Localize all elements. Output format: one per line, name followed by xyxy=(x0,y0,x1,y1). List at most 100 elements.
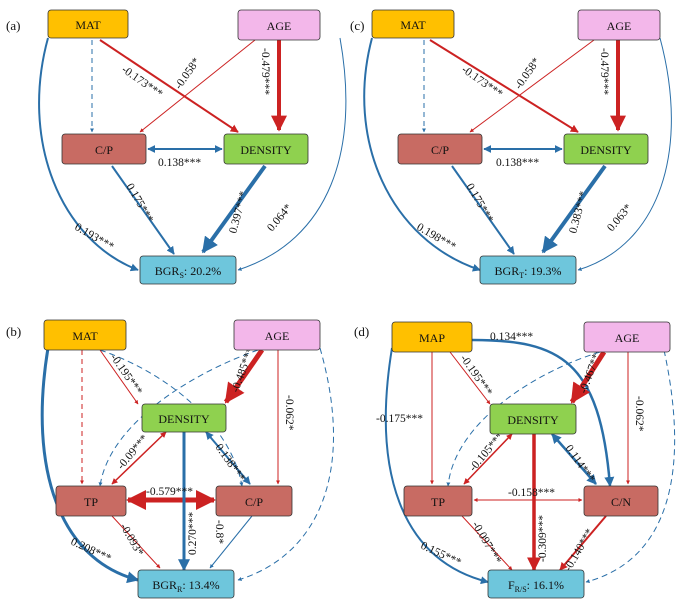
panel-label: (b) xyxy=(6,324,21,339)
node-left-label: MAP xyxy=(419,331,445,345)
edge-label-age-density: -0.479*** xyxy=(598,48,610,95)
node-right-label: C/N xyxy=(611,495,631,509)
edge-label-age-density: -0.467*** xyxy=(578,347,605,395)
node-left xyxy=(43,319,127,351)
edge-tp-out xyxy=(461,515,513,571)
edge-label-mat-out: 0.193*** xyxy=(73,221,117,253)
node-tp xyxy=(403,485,473,517)
edge-label-age-cp: -0.058* xyxy=(513,56,543,92)
node-tp-label: TP xyxy=(84,495,98,509)
node-outcome-label: BGRR: 13.4% xyxy=(152,578,219,594)
panel-label: (c) xyxy=(350,18,364,33)
edge-label-cp-density: 0.138*** xyxy=(158,157,201,169)
node-outcome-label: BGRS: 20.2% xyxy=(155,264,221,280)
edge-label-left-out: 0.155*** xyxy=(419,540,463,569)
edge-right-out xyxy=(559,515,607,571)
node-density-label: DENSITY xyxy=(580,143,632,157)
node-age-label: AGE xyxy=(607,19,632,33)
node-density xyxy=(563,133,649,165)
node-outcome xyxy=(487,569,585,599)
node-right-label: C/P xyxy=(245,495,263,509)
edge-density-right xyxy=(205,431,251,485)
panel-a: (a) -0.173*** -0.058* -0.479*** 0.138***… xyxy=(6,9,347,285)
node-cp-label: C/P xyxy=(431,143,449,157)
edge-label-cp-density: 0.138*** xyxy=(496,157,539,169)
node-mat-label: MAT xyxy=(75,18,101,32)
edge-cp-out xyxy=(111,165,175,255)
edge-age-density xyxy=(223,348,265,404)
node-right xyxy=(583,485,659,517)
edge-label-age-cp: -0.058* xyxy=(173,56,203,92)
edge-label-density-right: 0.114*** xyxy=(563,443,597,485)
edge-label-density-out: -0.309*** xyxy=(537,515,549,562)
panel-c: (c) -0.173*** -0.058* -0.479*** 0.138***… xyxy=(350,9,672,285)
edge-right-out xyxy=(209,515,253,569)
edge-left-density xyxy=(99,349,139,405)
edge-label-cp-out: 0.175*** xyxy=(123,182,155,226)
node-mat xyxy=(371,9,455,39)
edge-label-left-density: -0.195*** xyxy=(458,353,495,399)
node-outcome-label: FR/S: 16.1% xyxy=(508,578,564,594)
node-density xyxy=(141,403,227,433)
edge-mat-out xyxy=(363,37,481,272)
edge-label-right-out: -0.8* xyxy=(213,520,225,544)
edge-age-density xyxy=(569,350,607,404)
edge-tp-out xyxy=(111,515,161,569)
edge-density-tp xyxy=(111,431,167,485)
node-cp xyxy=(61,133,147,165)
edge-label-age-right: -0.062* xyxy=(633,396,645,432)
edge-label-tp-out: -0.093* xyxy=(117,522,145,559)
edge-age-cp xyxy=(139,39,256,133)
panel-b: (b) -0.195*** -0.485*** -0.062* -0.09***… xyxy=(6,319,334,599)
edge-mat-density xyxy=(429,39,579,133)
edge-age-out xyxy=(237,37,347,271)
edge-label-cp-out: 0.175*** xyxy=(463,182,495,226)
node-density xyxy=(223,133,309,165)
node-age xyxy=(583,321,671,353)
node-outcome xyxy=(139,255,237,285)
edge-density-out xyxy=(541,164,607,254)
edge-mat-density xyxy=(99,39,239,133)
node-mat xyxy=(47,9,129,39)
edge-left-right xyxy=(471,338,615,487)
node-density xyxy=(489,403,577,435)
edge-label-tp-out: -0.097*** xyxy=(469,520,503,567)
edge-label-density-out: 0.270*** xyxy=(187,512,199,555)
edge-mat-out xyxy=(38,37,139,272)
edge-label-left-right: 0.134*** xyxy=(490,331,533,343)
node-density-label: DENSITY xyxy=(507,413,559,427)
node-tp xyxy=(55,485,127,517)
edge-left-density xyxy=(449,351,491,405)
edge-label-tp-right: -0.579*** xyxy=(146,486,193,498)
node-cp xyxy=(397,133,483,165)
node-age xyxy=(237,9,321,41)
panel-label: (d) xyxy=(354,324,369,339)
node-age xyxy=(577,9,661,41)
node-tp-label: TP xyxy=(431,495,445,509)
edge-label-age-density: -0.479*** xyxy=(259,48,271,95)
node-density-label: DENSITY xyxy=(240,143,292,157)
node-age-label: AGE xyxy=(267,19,292,33)
edge-label-left-tp: -0.175*** xyxy=(376,413,423,425)
edge-label-density-tp: -0.105*** xyxy=(467,430,507,474)
node-outcome xyxy=(479,255,577,285)
node-density-label: DENSITY xyxy=(158,412,210,426)
edge-age-tp-dashed xyxy=(446,351,601,487)
edge-label-age-out: 0.063* xyxy=(605,202,635,234)
panel-d: (d) 0.134*** -0.195*** -0.467*** -0.062*… xyxy=(354,321,676,599)
edge-label-age-out: 0.064* xyxy=(265,202,295,234)
edge-age-out xyxy=(237,347,334,581)
node-outcome xyxy=(137,569,235,599)
edge-left-out xyxy=(384,347,489,585)
edge-age-cp xyxy=(469,39,595,133)
edge-density-right xyxy=(551,433,597,485)
node-left-label: MAT xyxy=(72,329,98,343)
node-age-label: AGE xyxy=(615,331,640,345)
edge-density-out xyxy=(201,164,267,254)
edge-label-tp-right: -0.158*** xyxy=(508,487,555,499)
edge-label-left-density: -0.195*** xyxy=(108,352,145,398)
panel-label: (a) xyxy=(6,18,20,33)
node-mat-label: MAT xyxy=(400,18,426,32)
node-age xyxy=(233,319,321,351)
